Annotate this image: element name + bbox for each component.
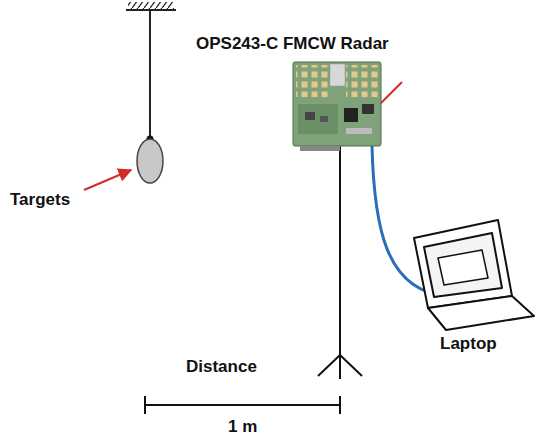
laptop-label: Laptop: [440, 334, 497, 354]
string: [149, 10, 151, 138]
distance-label: Distance: [186, 357, 257, 377]
pointer-arrow: [84, 170, 131, 190]
tripod: [318, 146, 362, 379]
ceiling-mount: [126, 2, 176, 10]
laptop: [414, 220, 534, 330]
scale-bar: [145, 396, 340, 414]
device-label: OPS243-C FMCW Radar: [196, 34, 389, 54]
target-object: [137, 139, 163, 183]
dimension-label: 1 m: [228, 417, 257, 437]
target-label: Targets: [10, 190, 70, 210]
radar-board: [293, 62, 381, 151]
